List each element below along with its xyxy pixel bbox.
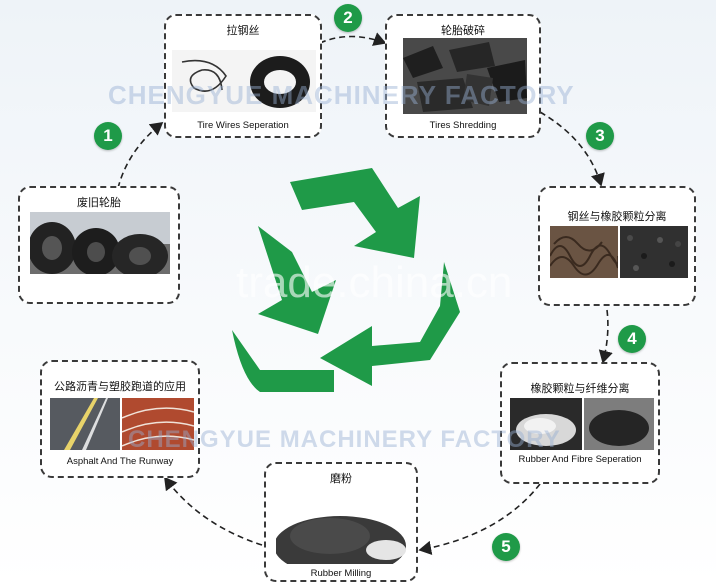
arrow-4-to-5 bbox=[598, 309, 613, 364]
step-wire-separation-cn-label: 拉钢丝 bbox=[226, 24, 260, 37]
rubber-granules-white-photo bbox=[510, 398, 582, 450]
step-milling: 磨粉 Rubber Milling bbox=[264, 462, 418, 582]
step-application-cn-label: 公路沥青与塑胶跑道的应用 bbox=[54, 380, 186, 393]
running-track-photo bbox=[122, 398, 194, 450]
step-badge-5: 5 bbox=[492, 533, 520, 561]
step-milling-cn-label: 磨粉 bbox=[330, 472, 352, 485]
asphalt-road-photo bbox=[50, 398, 120, 450]
arrow-1-to-2 bbox=[117, 122, 164, 189]
step-application-en-label: Asphalt And The Runway bbox=[66, 456, 174, 467]
arrow-5-to-6 bbox=[418, 483, 541, 556]
step-steel-rubber-separation: 钢丝与橡胶颗粒分离 bbox=[538, 186, 696, 306]
step-steel-rubber-separation-cn-label: 钢丝与橡胶颗粒分离 bbox=[567, 210, 667, 223]
arrow-2-to-3 bbox=[319, 32, 387, 46]
step-shredding: 轮胎破碎 Tires Shredding bbox=[385, 14, 541, 138]
steel-wire-pile-photo bbox=[550, 226, 618, 278]
step-badge-1: 1 bbox=[94, 122, 122, 150]
trade-watermark: trade.china.cn bbox=[236, 258, 513, 307]
step-badge-4: 4 bbox=[618, 325, 646, 353]
step-wire-separation: 拉钢丝 Tire Wires Seperation bbox=[164, 14, 322, 138]
step-milling-en-label: Rubber Milling bbox=[310, 568, 372, 579]
factory-watermark-top: CHENGYUE MACHINERY FACTORY bbox=[108, 80, 575, 110]
wire-separation-photo bbox=[172, 50, 316, 112]
waste-tires-photo bbox=[30, 212, 170, 274]
rubber-powder-photo bbox=[276, 484, 408, 564]
arrow-6-to-7 bbox=[164, 476, 263, 546]
step-badge-3: 3 bbox=[586, 122, 614, 150]
shredding-photo bbox=[403, 38, 527, 114]
step-waste-tires: 废旧轮胎 bbox=[18, 186, 180, 304]
step-shredding-en-label: Tires Shredding bbox=[429, 120, 497, 131]
factory-watermark-bottom: CHENGYUE MACHINERY FACTORY bbox=[128, 426, 561, 453]
black-granules-photo bbox=[584, 398, 654, 450]
step-application: 公路沥青与塑胶跑道的应用 Asphalt And The Runway bbox=[40, 360, 200, 478]
step-rubber-fibre-separation-en-label: Rubber And Fibre Seperation bbox=[518, 454, 642, 465]
step-rubber-fibre-separation-cn-label: 橡胶颗粒与纤维分离 bbox=[530, 382, 630, 395]
step-shredding-cn-label: 轮胎破碎 bbox=[441, 24, 485, 37]
rubber-granules-photo bbox=[620, 226, 688, 278]
step-rubber-fibre-separation: 橡胶颗粒与纤维分离 Rubber And Fibre Seperation bbox=[500, 362, 660, 484]
step-wire-separation-en-label: Tire Wires Seperation bbox=[197, 120, 289, 131]
arrow-3-to-4 bbox=[539, 111, 605, 187]
step-badge-2: 2 bbox=[334, 4, 362, 32]
step-waste-tires-cn-label: 废旧轮胎 bbox=[77, 196, 121, 209]
